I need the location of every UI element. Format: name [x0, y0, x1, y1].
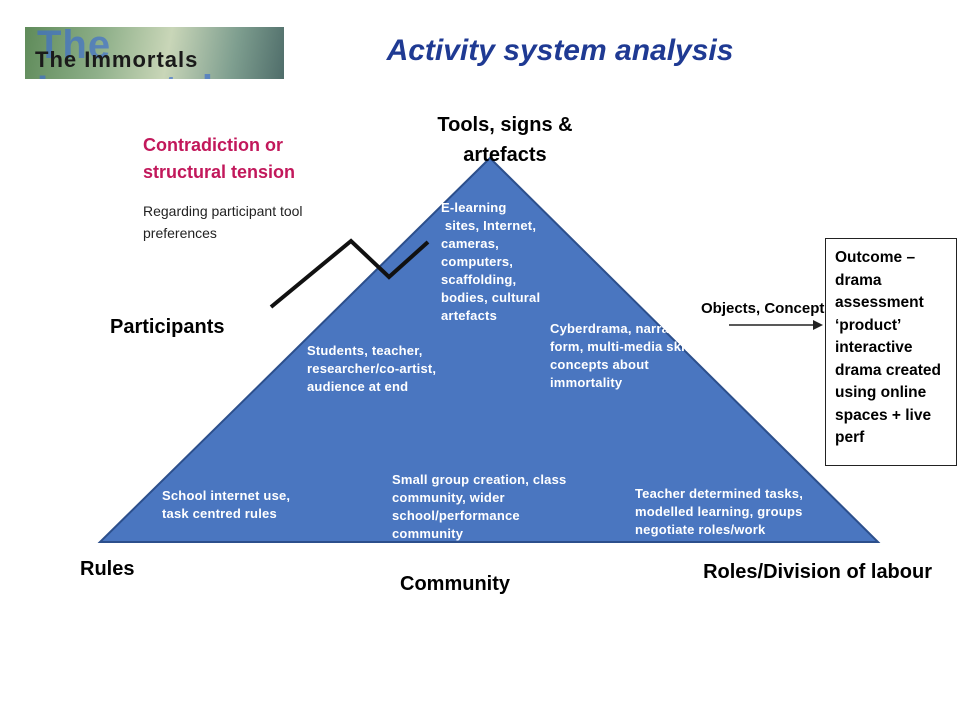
logo-text-front: The Immortals	[35, 47, 199, 72]
node-label-objects: Objects, Concepts,	[701, 300, 837, 317]
logo-image: The Immortals The Immortals	[25, 27, 284, 79]
node-label-roles: Roles/Division of labour	[703, 561, 932, 583]
triangle-text-tools: E-learning sites, Internet, cameras, com…	[441, 200, 541, 323]
triangle-text-object: Cyberdrama, narrative form, multi-media …	[550, 321, 704, 390]
node-label-community: Community	[400, 573, 510, 595]
contradiction-subtext: Regarding participant tool preferences	[143, 203, 303, 241]
triangle-text-rules: School internet use, task centred rules	[162, 488, 291, 521]
arrow-head-icon	[813, 320, 823, 330]
contradiction-heading: Contradiction or structural tension	[143, 135, 296, 182]
triangle-text-roles: Teacher determined tasks, modelled learn…	[635, 486, 804, 537]
logo-text-back: The Immortals	[37, 27, 236, 79]
triangle-text-participants: Students, teacher, researcher/co-artist,…	[307, 343, 437, 394]
outcome-box: Outcome – drama assessment ‘product’ int…	[825, 238, 957, 466]
page-title: Activity system analysis	[386, 34, 734, 67]
node-label-participants: Participants	[110, 316, 225, 338]
activity-triangle	[97, 156, 881, 543]
triangle-text-community: Small group creation, class community, w…	[392, 472, 567, 541]
node-label-tools: Tools, signs & artefacts	[437, 114, 573, 166]
contradiction-lightning	[269, 238, 430, 309]
node-label-rules: Rules	[80, 558, 135, 580]
